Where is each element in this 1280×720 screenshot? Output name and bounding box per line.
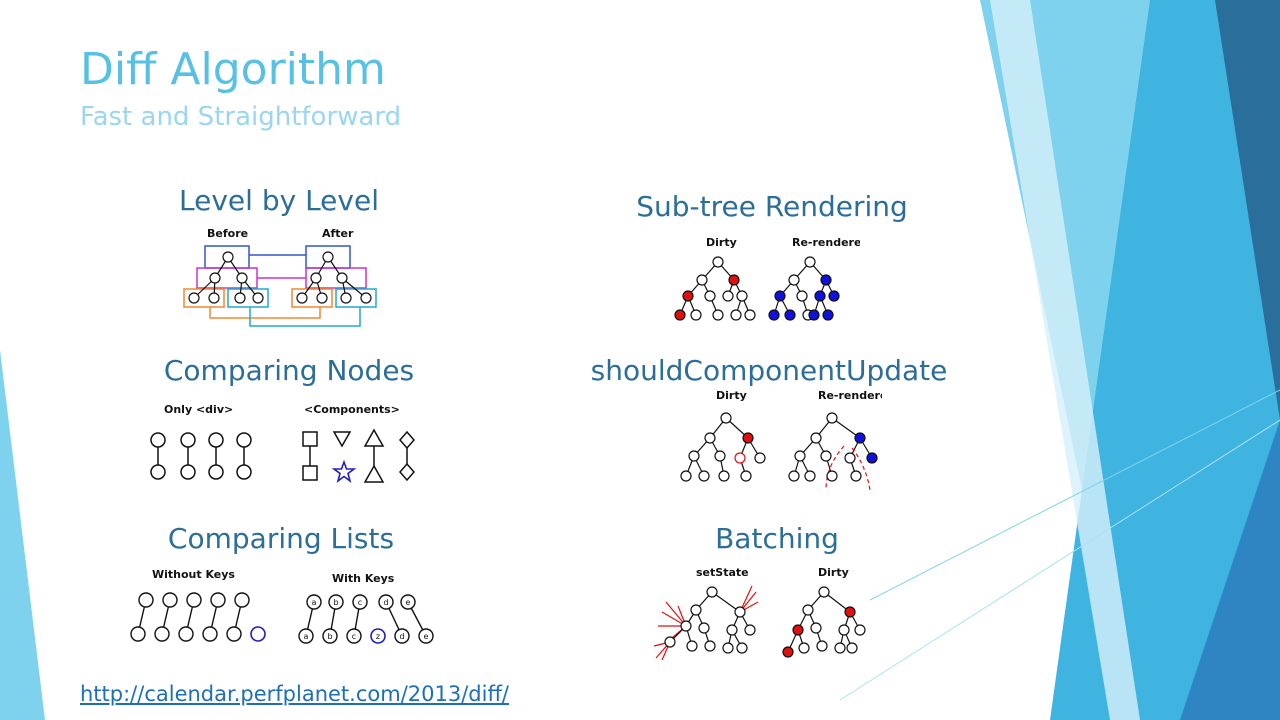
slide-subtitle: Fast and Straightforward: [80, 102, 402, 132]
heading-comparing-nodes: Comparing Nodes: [163, 354, 415, 387]
key-bottom-e: e: [424, 632, 429, 641]
bg-panel-dark: [1215, 0, 1280, 420]
label-scu-dirty: Dirty: [716, 389, 747, 402]
key-bottom-c: c: [352, 632, 356, 641]
level-by-level-sketch: Before After: [183, 227, 377, 327]
comparing-nodes-sketch: Only <div> <Components>: [150, 403, 415, 484]
bg-panel-pale: [990, 0, 1140, 720]
comparing-lists-sketch: Without Keys With Keys a b c d e a b c z…: [130, 568, 434, 644]
label-dirty: Dirty: [706, 236, 737, 249]
key-bottom-d: d: [399, 632, 404, 641]
label-before: Before: [207, 227, 248, 240]
key-top-e: e: [406, 598, 411, 607]
slide-title: Diff Algorithm: [80, 44, 386, 95]
reference-link[interactable]: http://calendar.perfplanet.com/2013/diff…: [80, 682, 509, 706]
subtree-rendering-sketch: Dirty Re-rendered: [674, 236, 860, 321]
key-top-d: d: [383, 598, 388, 607]
key-top-c: c: [358, 598, 362, 607]
label-with-keys: With Keys: [332, 572, 395, 585]
label-setstate: setState: [696, 566, 749, 579]
bg-panel-left: [0, 350, 45, 720]
bg-line: [869, 389, 1280, 601]
key-bottom-z: z: [376, 632, 380, 641]
label-only-div: Only <div>: [164, 403, 233, 416]
label-scu-rerendered: Re-rendered: [818, 389, 882, 402]
heading-level-by-level: Level by Level: [179, 184, 379, 217]
bg-panel-blue: [1180, 420, 1280, 720]
key-bottom-b: b: [327, 632, 332, 641]
heading-should-component-update: shouldComponentUpdate: [590, 354, 948, 387]
label-without-keys: Without Keys: [152, 568, 235, 581]
label-batching-dirty: Dirty: [818, 566, 849, 579]
key-top-b: b: [333, 598, 338, 607]
should-component-update-sketch: Dirty Re-rendered: [680, 389, 882, 491]
heading-batching: Batching: [715, 522, 839, 555]
bg-line: [839, 419, 1280, 701]
key-bottom-a: a: [304, 632, 309, 641]
key-top-a: a: [312, 598, 317, 607]
heading-subtree-rendering: Sub-tree Rendering: [636, 190, 908, 223]
heading-comparing-lists: Comparing Lists: [167, 522, 395, 555]
batching-sketch: setState Dirty: [653, 566, 866, 661]
label-components: <Components>: [304, 403, 400, 416]
label-after: After: [322, 227, 354, 240]
label-rerendered: Re-rendered: [792, 236, 860, 249]
